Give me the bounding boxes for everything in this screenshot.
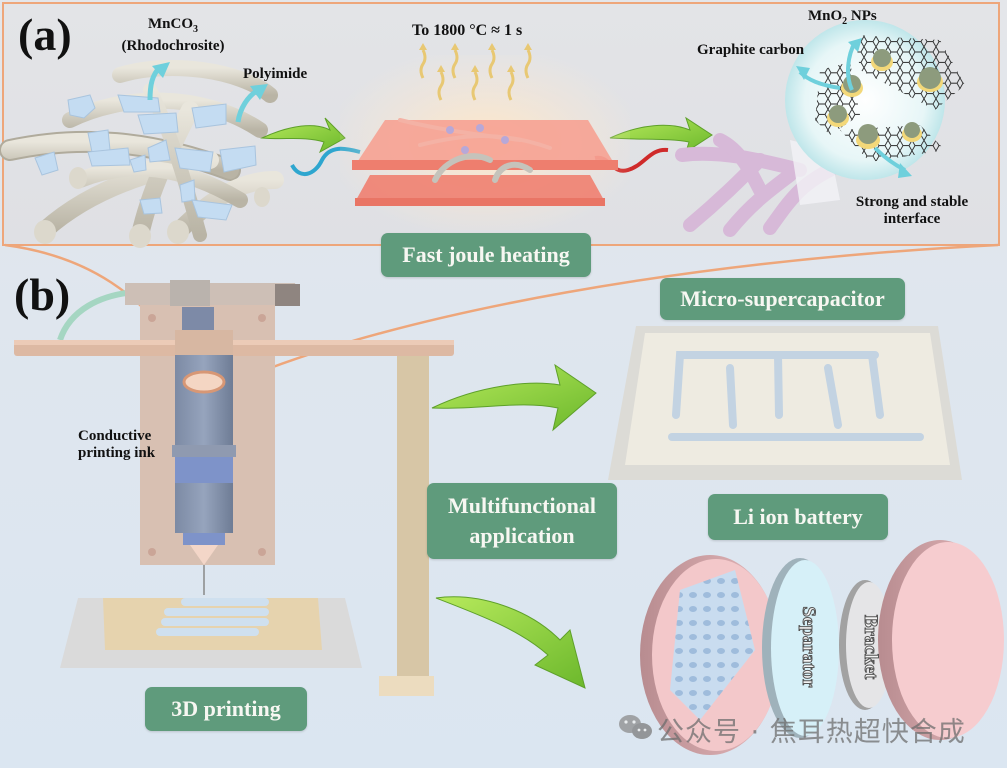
polyimide-label: Polyimide [243, 66, 308, 82]
zoom-point [182, 370, 226, 394]
application-badge-line1: Multifunctional [448, 493, 596, 518]
nps-suffix: NPs [847, 8, 877, 24]
printer-head-mount [125, 283, 300, 305]
application-badge-line2: application [469, 523, 575, 548]
li-ion-battery-badge: Li ion battery [708, 494, 888, 540]
ink-label-line1: Conductive [78, 428, 152, 444]
battery-separator [762, 558, 839, 738]
interface-pointer-arrows [796, 38, 912, 178]
polyimide-pointer-arrow [235, 84, 268, 123]
wechat-icon [619, 715, 652, 739]
battery-anode-case [640, 555, 780, 755]
watermark-text: 公众号 · 焦耳热超快合成 [657, 717, 966, 748]
printed-filament [156, 598, 269, 636]
bracket-label: Bracket [860, 614, 882, 680]
ink-label-line2: printing ink [78, 445, 156, 461]
gantry-post [397, 356, 429, 686]
panel-a-label: (a) [18, 9, 72, 60]
mnco3-crystals [34, 94, 257, 221]
fast-joule-heating-badge: Fast joule heating [381, 233, 591, 277]
mno2-nps-label: MnO2 NPs [808, 8, 877, 30]
application-arrow-down [435, 596, 586, 689]
interface-label-line1: Strong and stable [855, 194, 969, 210]
printed-electrode-lattice [670, 570, 755, 720]
panel-b-label: (b) [14, 269, 71, 320]
print-nozzle-barrel [175, 355, 233, 455]
graphite-carbon-label: Graphite carbon [697, 42, 805, 58]
mno2-subscript: 2 [842, 16, 848, 27]
micro-supercapacitor-badge: Micro-supercapacitor [660, 278, 905, 320]
mno2-formula: MnO [808, 8, 843, 24]
process-arrow-2 [609, 116, 713, 154]
mnco3-pointer-arrow [147, 62, 170, 101]
conductive-ink-label: Conductive printing ink [78, 428, 155, 462]
interface-label-line2: interface [883, 211, 941, 227]
mno2-nanoparticles [827, 49, 943, 149]
interdigitated-electrodes [668, 351, 924, 441]
heat-wave-icons [419, 43, 532, 101]
mnco3-subscript: 3 [193, 24, 198, 35]
heating-condition-label: To 1800 °C ≈ 1 s [412, 22, 523, 39]
mnco3-label: MnCO3 (Rhodochrosite) [118, 16, 228, 55]
process-arrow-1 [260, 117, 346, 154]
application-arrow-up [431, 363, 597, 432]
ink-feed-tube [57, 289, 136, 342]
interface-label: Strong and stable interface [842, 194, 982, 228]
3d-printing-badge: 3D printing [145, 687, 307, 731]
mnco3-formula: MnCO [148, 16, 193, 32]
rhodochrosite-label: (Rhodochrosite) [121, 38, 225, 54]
sample-in-heater [398, 118, 552, 183]
separator-label: Separator [798, 606, 820, 688]
joule-heater [352, 120, 618, 206]
multifunctional-application-badge: Multifunctional application [427, 483, 617, 559]
battery-cathode-case [878, 540, 1004, 740]
